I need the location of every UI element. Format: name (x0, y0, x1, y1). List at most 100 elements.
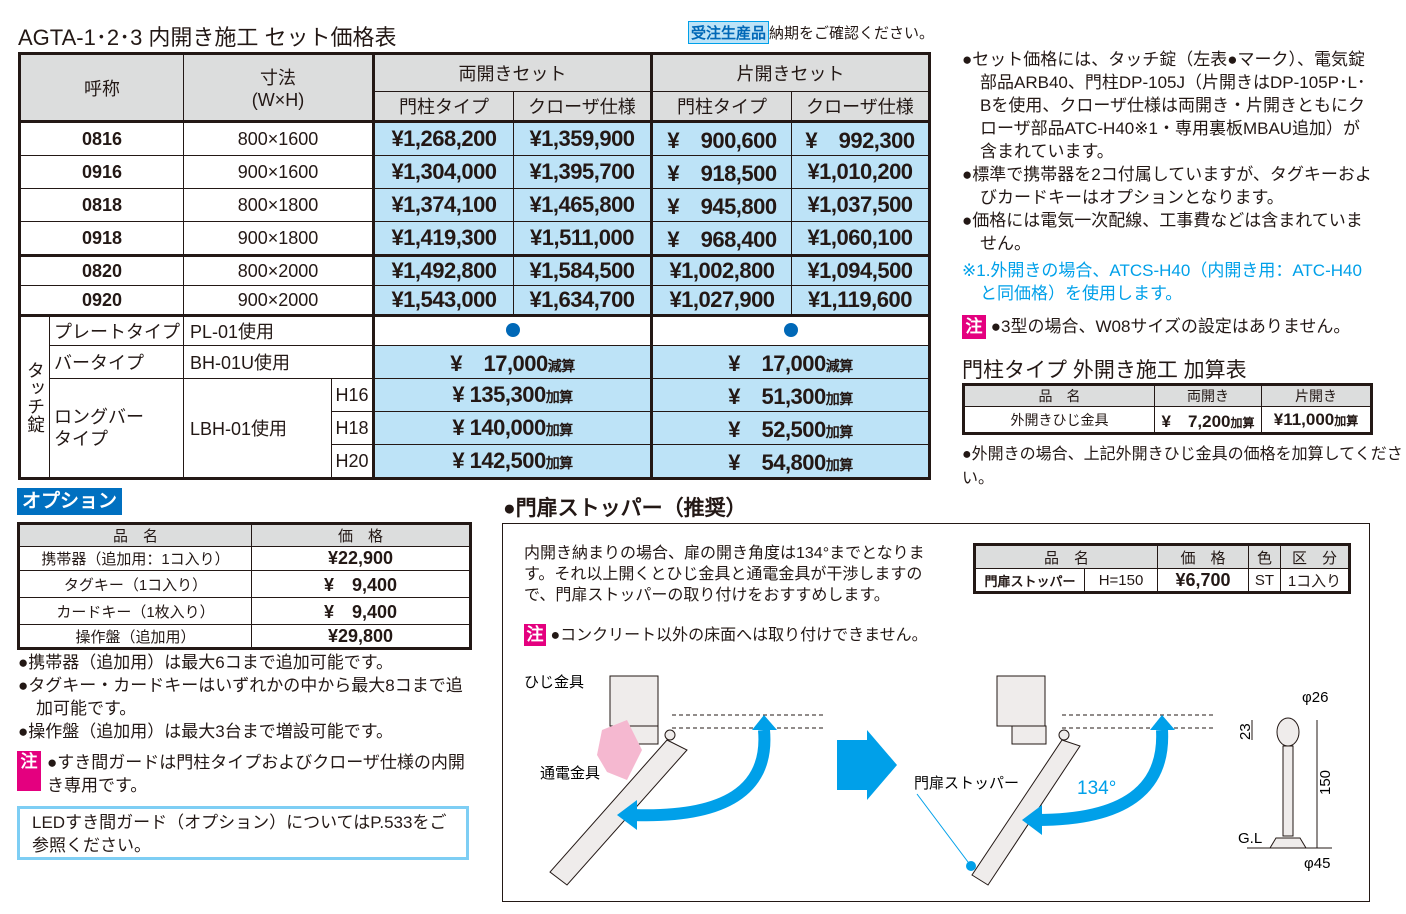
price-value: ¥ 135,300 (452, 382, 546, 407)
price-cell: ¥1,010,200 (791, 155, 930, 189)
price-cell: ¥ 54,800加算 (650, 444, 930, 479)
right-notes: ●セット価格には、タッチ錠（左表●マーク）、電気錠部品ARB40、門柱DP-10… (962, 48, 1374, 339)
price-cell: ¥ 945,800 (650, 188, 792, 222)
price-cell: ¥ 140,000加算 (372, 411, 652, 445)
price-suffix: 加算 (825, 457, 854, 473)
header-single-set: 片開きセット (650, 53, 930, 92)
price-cell: ¥1,304,000 (372, 155, 514, 189)
order-badge: 受注生産品 (688, 21, 770, 44)
stopper-side-view (1247, 717, 1332, 849)
note-item: ●価格には電気一次配線、工事費などは含まれていません。 (962, 211, 1363, 253)
outward-note: ●外開きの場合、上記外開きひじ金具の価格を加算してください。 (962, 446, 1403, 487)
table-row: H18¥ 140,000加算¥ 52,500加算 (20, 411, 930, 445)
row-size: 800×1800 (183, 188, 374, 222)
price-cell: ¥ 135,300加算 (372, 378, 652, 412)
header-size: 寸法 (W×H) (183, 53, 374, 122)
lock-type: プレートタイプ (49, 314, 184, 346)
note-item: ●操作盤（追加用）は最大3台まで増設可能です。 (18, 722, 394, 741)
included-dot-icon (783, 322, 798, 337)
price-cell: ¥1,002,800 (650, 254, 792, 286)
price-cell: ¥ 900,600 (650, 120, 792, 156)
item-size: H=150 (1083, 568, 1159, 593)
before-diagram (549, 675, 824, 886)
included-cell (372, 314, 652, 346)
table-row: 操作盤（追加用）¥29,800 (18, 624, 471, 649)
table-row: H20¥ 142,500加算¥ 54,800加算 (20, 444, 930, 479)
col-header: 品 名 (18, 523, 252, 547)
lock-type: バータイプ (49, 345, 184, 379)
price-value: ¥ 140,000 (452, 415, 546, 440)
table-row: 携帯器（追加用：1コ入り）¥22,900 (18, 546, 471, 571)
set-price-table: 呼称寸法 (W×H)両開きセット片開きセット門柱タイプクローザ仕様門柱タイプクロ… (18, 52, 931, 480)
lock-model: PL-01使用 (183, 314, 374, 346)
price-cell: ¥1,511,000 (513, 221, 652, 256)
table-row: カードキー（1枚入り）¥ 9,400 (18, 597, 471, 625)
gl-label: G.L (1238, 830, 1262, 847)
price-cell: ¥1,060,100 (791, 221, 930, 256)
suffix: 加算 (1334, 413, 1359, 428)
price-cell: ¥ 51,300加算 (650, 378, 930, 412)
row-name: 0820 (19, 254, 184, 286)
col-header: 片開き (1261, 384, 1372, 407)
stopper-caution-text: ●コンクリート以外の床面へは取り付けできません。 (550, 627, 928, 644)
price-cell: ¥1,395,700 (513, 155, 652, 189)
stopper-caution: 注 ●コンクリート以外の床面へは取り付けできません。 (524, 621, 928, 646)
stopper-description: 内開き納まりの場合、扉の開き角度は134°までとなります。それ以上開くとひじ金具… (524, 545, 925, 604)
row-name: 0916 (19, 155, 184, 189)
row-size: 800×2000 (183, 254, 374, 286)
stopper-diagram: ひじ金具 通電金具 門扉ストッパー 134° φ26 23 150 G.L φ4… (524, 674, 1334, 886)
suffix: 加算 (1230, 416, 1255, 430)
stopper-label: 門扉ストッパー (914, 775, 1019, 792)
price-cell: ¥ 17,000減算 (372, 345, 652, 379)
option-price: ¥ 9,400 (251, 570, 471, 598)
header-double-set: 両開きセット (372, 53, 652, 92)
price-cell: ¥ 142,500加算 (372, 444, 652, 479)
price-suffix: 加算 (825, 391, 854, 407)
order-note-text: 納期をご確認ください。 (769, 25, 935, 42)
price-value: ¥ 54,800 (728, 450, 826, 475)
option-name: カードキー（1枚入り） (18, 597, 252, 625)
price-suffix: 加算 (825, 424, 854, 440)
after-diagram (971, 675, 1214, 886)
burst-icon (597, 720, 642, 780)
option-name: 操作盤（追加用） (18, 624, 252, 649)
price-cell: ¥ 918,500 (650, 155, 792, 189)
item-unit: 1コ入り (1280, 568, 1351, 593)
stopper-box (502, 523, 1370, 902)
item-name: 門扉ストッパー (974, 568, 1085, 593)
option-price: ¥29,800 (251, 624, 471, 649)
row-name: 0918 (19, 221, 184, 256)
item-name: 外開きひじ金具 (963, 406, 1155, 434)
row-size: 800×1600 (183, 120, 374, 156)
note-item: ●標準で携帯器を2コ付属していますが、タグキーおよびカードキーはオプションとなり… (962, 165, 1372, 207)
header-post: 門柱タイプ (372, 91, 514, 122)
footnote: ※1.外開きの場合、ATCS-H40（内開き用：ATC-H40と同価格）を使用し… (962, 261, 1362, 303)
right-caution: ●3型の場合、W08サイズの設定はありません。 (990, 317, 1351, 336)
price-cell: ¥1,359,900 (513, 120, 652, 156)
item-price: ¥6,700 (1157, 568, 1250, 593)
conductor-label: 通電金具 (540, 765, 600, 782)
options-badge: オプション (17, 488, 122, 515)
touch-lock-label: タッチ錠 (19, 314, 50, 479)
price-cell: ¥1,027,900 (650, 285, 792, 316)
top-height-label: 23 (1237, 723, 1254, 740)
lock-type: ロングバー タイプ (49, 378, 184, 479)
price-cell: ¥ 17,000減算 (650, 345, 930, 379)
price-cell: ¥1,634,700 (513, 285, 652, 316)
header-closer: クローザ仕様 (513, 91, 652, 122)
price-cell: ¥1,584,500 (513, 254, 652, 286)
included-cell (650, 314, 930, 346)
note-item: ●タグキー・カードキーはいずれかの中から最大8コまで追加可能です。 (18, 676, 463, 718)
caution-badge: 注 (524, 624, 546, 646)
option-price: ¥22,900 (251, 546, 471, 571)
double-price: ¥ 7,200 (1161, 412, 1231, 431)
header-closer: クローザ仕様 (791, 91, 930, 122)
included-dot-icon (505, 322, 520, 337)
